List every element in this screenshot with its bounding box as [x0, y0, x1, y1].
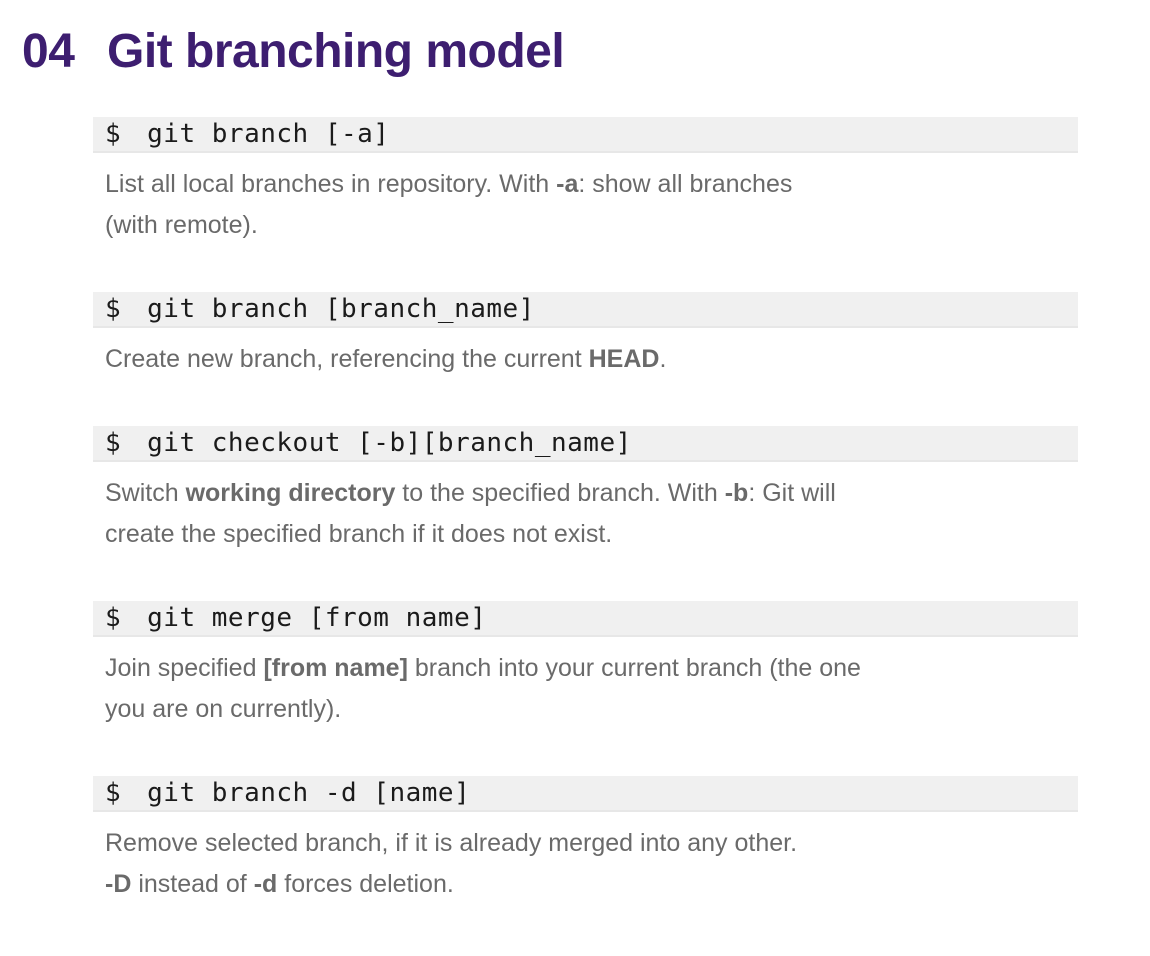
- shell-prompt: $: [105, 294, 122, 324]
- description-text: : show all branches: [578, 170, 793, 198]
- description-text: forces deletion.: [277, 870, 454, 898]
- description-bold-text: -D: [105, 870, 132, 898]
- description-text: to the specified branch. With: [395, 479, 725, 507]
- description-bold-text: [from name]: [263, 654, 408, 682]
- description-text: List all local branches in repository. W…: [105, 170, 557, 198]
- description-line: you are on currently).: [105, 689, 1055, 730]
- command-block: $ git branch -d [name]: [93, 776, 1078, 812]
- description-text: Remove selected branch, if it is already…: [105, 829, 798, 857]
- command-block: $ git checkout [-b][branch_name]: [93, 426, 1078, 462]
- command-text: git branch -d [name]: [147, 778, 471, 808]
- description-line: Create new branch, referencing the curre…: [105, 339, 1055, 380]
- command-section: $ git checkout [-b][branch_name] Switch wo…: [0, 426, 1150, 555]
- description-text: Switch: [105, 479, 186, 507]
- command-text: git merge [from name]: [147, 603, 487, 633]
- command-text: git branch [branch_name]: [147, 294, 535, 324]
- section-heading: 04 Git branching model: [22, 24, 1150, 79]
- command-description: Switch working directory to the specifie…: [105, 473, 1055, 555]
- description-line: (with remote).: [105, 205, 1055, 246]
- description-bold-text: -b: [724, 479, 749, 507]
- command-text: git branch [-a]: [147, 119, 390, 149]
- shell-prompt: $: [105, 778, 122, 808]
- description-text: instead of: [131, 870, 254, 898]
- shell-prompt: $: [105, 428, 122, 458]
- shell-prompt: $: [105, 603, 122, 633]
- description-line: List all local branches in repository. W…: [105, 164, 1055, 205]
- command-description: Join specified [from name] branch into y…: [105, 648, 1055, 730]
- description-bold-text: -d: [253, 870, 278, 898]
- shell-prompt: $: [105, 119, 122, 149]
- command-description: List all local branches in repository. W…: [105, 164, 1055, 246]
- description-text: Join specified: [105, 654, 264, 682]
- description-text: you are on currently).: [105, 695, 342, 723]
- description-text: .: [659, 345, 667, 373]
- description-text: branch into your current branch (the one: [407, 654, 861, 682]
- page-title: Git branching model: [107, 25, 565, 78]
- command-description: Create new branch, referencing the curre…: [105, 339, 1055, 380]
- command-description: Remove selected branch, if it is already…: [105, 823, 1055, 905]
- command-section: $ git branch -d [name] Remove selected bra…: [0, 776, 1150, 905]
- section-number: 04: [22, 25, 75, 78]
- description-text: (with remote).: [105, 211, 258, 239]
- command-section: $ git merge [from name] Join specified [fr…: [0, 601, 1150, 730]
- command-section: $ git branch [branch_name] Create new bran…: [0, 292, 1150, 380]
- description-text: create the specified branch if it does n…: [105, 520, 613, 548]
- command-block: $ git branch [-a]: [93, 117, 1078, 153]
- command-section: $ git branch [-a] List all local branches …: [0, 117, 1150, 246]
- command-text: git checkout [-b][branch_name]: [147, 428, 632, 458]
- sections-list: $ git branch [-a] List all local branches …: [0, 117, 1150, 905]
- description-text: Create new branch, referencing the curre…: [105, 345, 589, 373]
- description-text: : Git will: [748, 479, 836, 507]
- description-bold-text: -a: [556, 170, 579, 198]
- description-bold-text: working directory: [185, 479, 396, 507]
- command-block: $ git branch [branch_name]: [93, 292, 1078, 328]
- command-block: $ git merge [from name]: [93, 601, 1078, 637]
- description-line: Join specified [from name] branch into y…: [105, 648, 1055, 689]
- description-line: -D instead of -d forces deletion.: [105, 864, 1055, 905]
- description-line: create the specified branch if it does n…: [105, 514, 1055, 555]
- description-bold-text: HEAD: [588, 345, 660, 373]
- description-line: Remove selected branch, if it is already…: [105, 823, 1055, 864]
- description-line: Switch working directory to the specifie…: [105, 473, 1055, 514]
